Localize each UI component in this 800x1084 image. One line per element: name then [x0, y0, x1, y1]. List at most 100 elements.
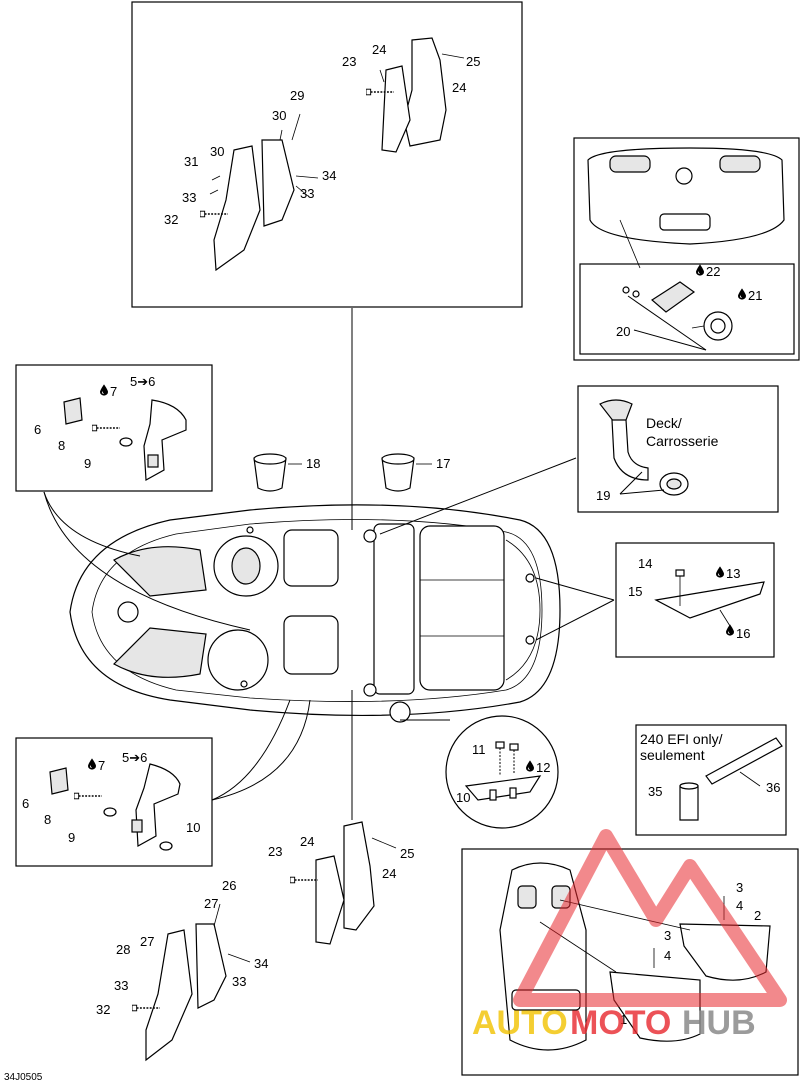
oil-drop-icon-13: [716, 566, 724, 578]
callout-4b: 4: [664, 948, 671, 963]
callout-6b: 6: [22, 796, 29, 811]
top-panel-frame: [131, 1, 523, 308]
washer-9a: [119, 437, 133, 447]
callout-25b: 25: [400, 846, 414, 861]
callout-32b: 32: [96, 1002, 110, 1017]
callout-30b: 30: [210, 144, 224, 159]
callout-24c: 24: [300, 834, 314, 849]
callout-31: 31: [184, 154, 198, 169]
callout-1: 1: [620, 1012, 627, 1027]
callout-8b: 8: [44, 812, 51, 827]
drain-detail-frame: [579, 263, 795, 355]
callout-16: 16: [736, 626, 750, 641]
note-efi-line2: seulement: [640, 747, 705, 763]
rear-bench: [419, 525, 505, 691]
screw-23b: [290, 876, 318, 884]
callout-26: 26: [222, 878, 236, 893]
oil-drop-icon-12: [526, 760, 534, 772]
drain-panel-frame: [573, 137, 800, 361]
handle-cap-6a: [63, 397, 83, 425]
callout-22: 22: [706, 264, 720, 279]
rear-molding-frame: [615, 542, 775, 658]
callout-32a: 32: [164, 212, 178, 227]
callout-10b: 10: [186, 820, 200, 835]
grab-handle-5b: [135, 763, 181, 847]
callout-2: 2: [754, 908, 761, 923]
callout-30a: 30: [272, 108, 286, 123]
seat-front-lower: [283, 615, 339, 675]
oil-drop-icon-7a: [100, 384, 108, 396]
callout-24d: 24: [382, 866, 396, 881]
screw-8a: [92, 424, 120, 432]
watermark-text-moto: MOTO: [570, 1004, 671, 1042]
cleat-detail-circle: [445, 715, 559, 829]
washer-9b: [103, 807, 117, 817]
callout-18: 18: [306, 456, 320, 471]
rear-molding-panel: 13 14 15 16: [615, 542, 775, 658]
fitting-head: [599, 399, 633, 423]
callout-23b: 23: [268, 844, 282, 859]
cleat-location: [389, 701, 411, 723]
callout-24a: 24: [372, 42, 386, 57]
callout-56a: 5➔6: [130, 374, 155, 389]
transom-pump: [659, 213, 711, 231]
watermark-mountain-logo: [513, 829, 787, 1007]
callout-33a: 33: [182, 190, 196, 205]
molding-30: [213, 145, 261, 272]
callout-7b: 7: [98, 758, 105, 773]
handle-panel-lower: 7 5➔6 6 8 9 10: [15, 737, 213, 867]
callout-17: 17: [436, 456, 450, 471]
callout-19: 19: [596, 488, 610, 503]
note-efi-line1: 240 EFI only/: [640, 731, 723, 747]
callout-25a: 25: [466, 54, 480, 69]
rod-36: [705, 737, 783, 785]
handle-insert-a: [147, 454, 159, 468]
callout-34a: 34: [322, 168, 336, 183]
callout-11: 11: [472, 742, 486, 757]
efi-panel: 240 EFI only/ seulement 36 35: [635, 724, 787, 836]
callout-14: 14: [638, 556, 652, 571]
callout-33c: 33: [114, 978, 128, 993]
bow-seat-upper: [113, 546, 207, 597]
callout-12: 12: [536, 760, 550, 775]
bow-seat-lower: [113, 627, 207, 678]
transom-vent-right: [719, 155, 761, 173]
handle-cap-6b: [49, 767, 69, 795]
callout-3a: 3: [736, 880, 743, 895]
boat-top-view: [43, 308, 615, 820]
molding-24c: [343, 821, 375, 931]
drain-plate-20: [650, 281, 696, 313]
bow-fitting: [117, 601, 139, 623]
deck-fitting-panel: Deck/ Carrosserie 19: [577, 385, 779, 513]
callout-7a: 7: [110, 384, 117, 399]
callout-28: 28: [116, 942, 130, 957]
callout-33b: 33: [300, 186, 314, 201]
callout-24b: 24: [452, 80, 466, 95]
callout-29: 29: [290, 88, 304, 103]
callout-8a: 8: [58, 438, 65, 453]
callout-34b: 34: [254, 956, 268, 971]
rear-molding-15: [654, 581, 765, 619]
fitting-hole-upper: [363, 529, 377, 543]
callout-13: 13: [726, 566, 740, 581]
fitting-hole-lower: [363, 683, 377, 697]
handle-panel-upper: 7 5➔6 6 8 9: [15, 364, 213, 492]
callout-27a: 27: [204, 896, 218, 911]
deck-fitting-frame: [577, 385, 779, 513]
seat-front-upper: [283, 529, 339, 587]
callout-4a: 4: [736, 898, 743, 913]
callout-36: 36: [766, 780, 780, 795]
grab-handle-5a: [143, 399, 187, 481]
callout-35: 35: [648, 784, 662, 799]
molding-24: [403, 37, 447, 147]
screw-8b: [74, 792, 102, 800]
callout-56b: 5➔6: [122, 750, 147, 765]
cup-holders: 18 17: [253, 453, 450, 492]
callout-3b: 3: [664, 928, 671, 943]
molding-33c: [195, 923, 227, 1009]
handle-panel-upper-frame: [15, 364, 213, 492]
drain-plug-panel: 22 21 20: [573, 137, 800, 361]
callout-9a: 9: [84, 456, 91, 471]
callout-21: 21: [748, 288, 762, 303]
